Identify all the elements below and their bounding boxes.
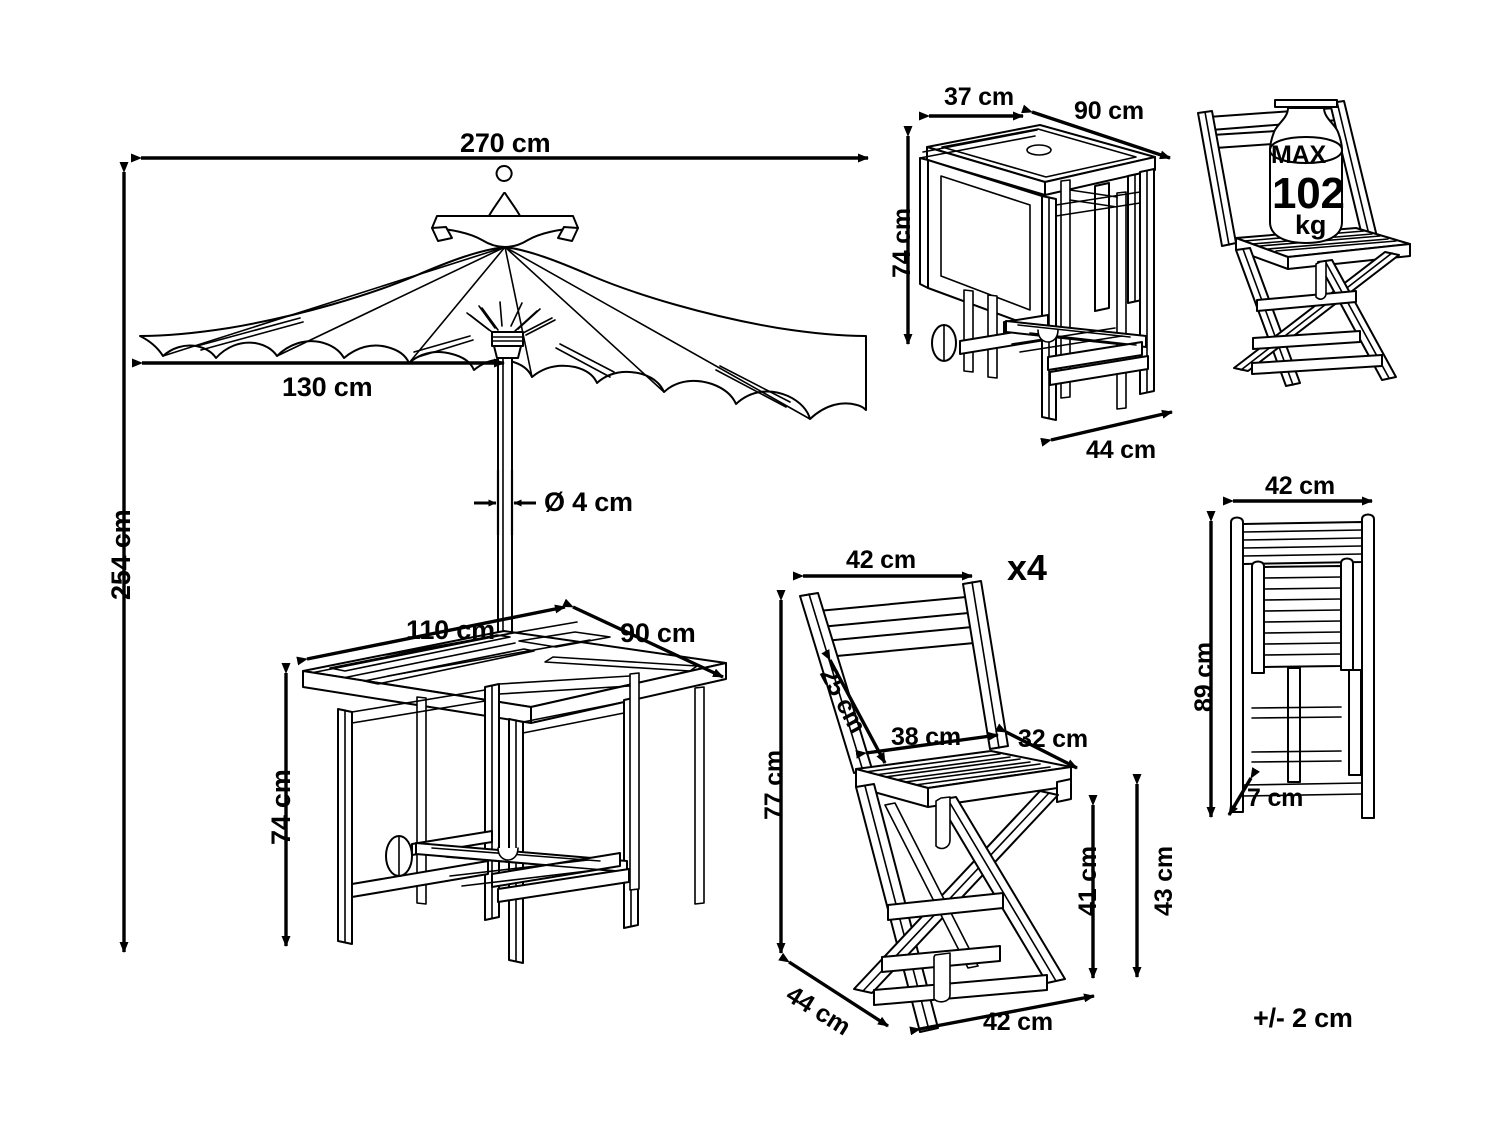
dimension-chair-seat-width (855, 731, 999, 759)
label-parasol-total-height: 254 cm (106, 509, 136, 600)
label-folded-chair-height: 89 cm (1190, 642, 1218, 712)
dimension-table-depth (562, 598, 724, 679)
dimension-chair-base-width (909, 993, 1095, 1036)
dimension-folded-chair-thickness (1227, 767, 1260, 816)
label-table-height: 74 cm (266, 769, 296, 845)
dimension-table-length (296, 604, 566, 666)
dimension-folded-table-base (1040, 409, 1173, 447)
dimension-chair-depth (778, 952, 889, 1028)
label-folded-table-base-depth: 44 cm (1086, 436, 1156, 464)
label-chair-seat-width: 38 cm (891, 723, 961, 751)
open-table-illustration (302, 621, 727, 964)
label-chair-base-width: 42 cm (983, 1008, 1053, 1036)
label-folded-chair-width: 42 cm (1265, 472, 1335, 500)
chair-load-illustration (1197, 99, 1411, 387)
label-folded-table-depth: 37 cm (944, 83, 1014, 111)
label-tolerance-note: +/- 2 cm (1253, 1003, 1353, 1033)
label-table-length: 110 cm (406, 615, 495, 645)
dimension-chair-seat-depth (995, 723, 1078, 770)
label-canopy-radius: 130 cm (282, 372, 373, 402)
label-chair-seat-depth: 32 cm (1018, 725, 1088, 753)
label-table-depth: 90 cm (620, 618, 696, 648)
label-max-load-unit: kg (1295, 210, 1327, 240)
folded-chair-illustration (1230, 513, 1375, 819)
label-max-load-value: 102 (1272, 169, 1345, 218)
label-folded-chair-thickness: 7 cm (1247, 784, 1304, 812)
label-parasol-canopy-width: 270 cm (460, 128, 551, 158)
dimension-folded-table-width (1021, 104, 1171, 160)
label-chair-total-height: 77 cm (760, 750, 788, 820)
parasol-illustration (139, 165, 868, 677)
label-chair-seat-height: 41 cm (1074, 846, 1102, 916)
label-max: MAX (1271, 141, 1326, 169)
label-pole-diameter: Ø 4 cm (544, 487, 633, 517)
label-chair-width: 42 cm (846, 546, 916, 574)
label-chair-frame-height: 43 cm (1150, 846, 1178, 916)
dimension-pole-diameter (474, 470, 536, 535)
label-folded-table-height: 74 cm (888, 208, 916, 278)
open-chair-illustration (799, 580, 1072, 1033)
folded-table-illustration (919, 124, 1156, 421)
label-folded-table-width: 90 cm (1074, 97, 1144, 125)
label-chair-quantity: x4 (1007, 547, 1047, 588)
